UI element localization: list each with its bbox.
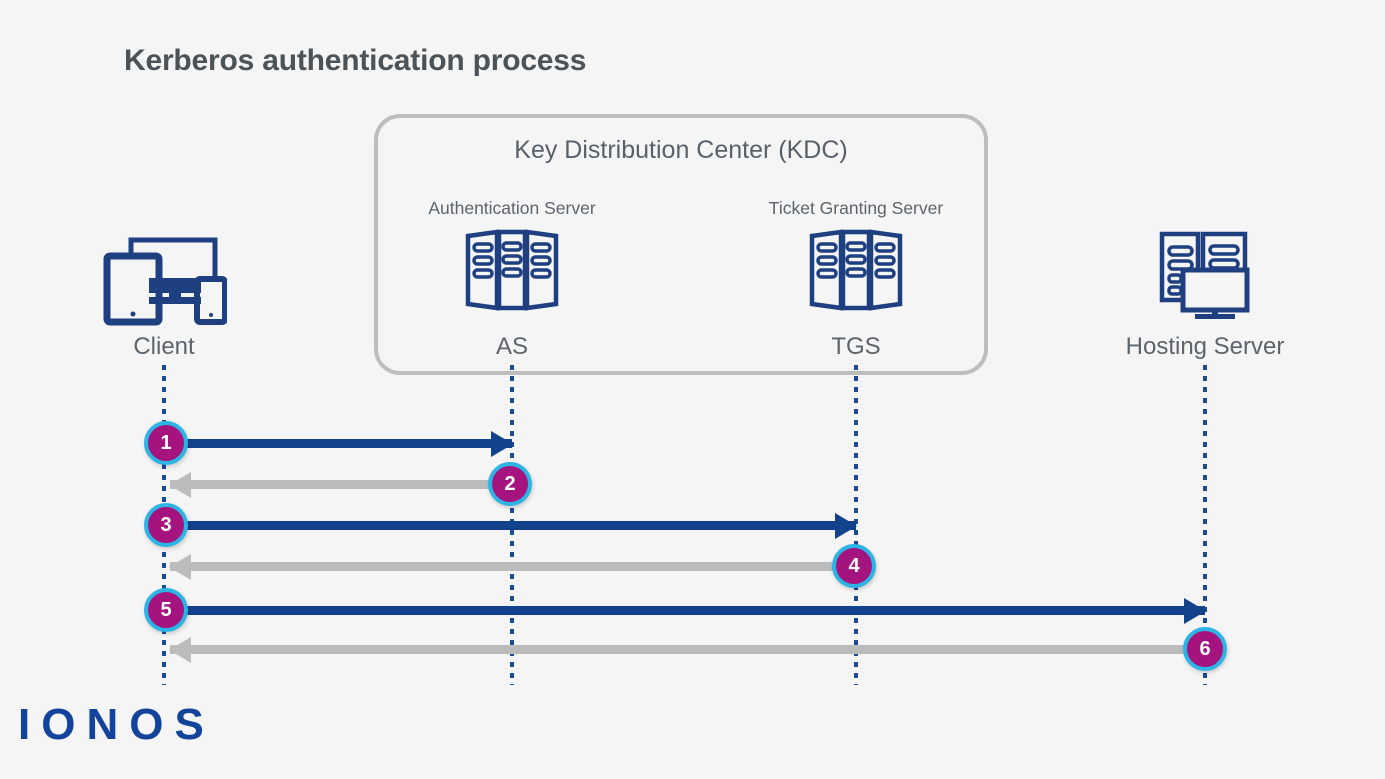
arrow-shaft bbox=[170, 645, 1205, 654]
arrow-head-right-icon bbox=[491, 430, 513, 457]
message-arrow-1 bbox=[170, 430, 513, 457]
step-badge-3[interactable]: 3 bbox=[144, 503, 188, 547]
arrow-shaft bbox=[170, 521, 856, 530]
arrow-head-left-icon bbox=[169, 471, 191, 498]
lifeline-hosting-server bbox=[1203, 365, 1207, 685]
step-badge-2[interactable]: 2 bbox=[488, 462, 532, 506]
arrow-shaft bbox=[170, 439, 512, 448]
message-arrow-5 bbox=[170, 597, 1206, 624]
actor-label-client: Client bbox=[133, 333, 195, 360]
kdc-group-box bbox=[374, 114, 988, 375]
actor-label-tgs: TGS bbox=[831, 333, 881, 360]
ionos-logo: IONOS bbox=[18, 700, 215, 749]
step-badge-5[interactable]: 5 bbox=[144, 588, 188, 632]
arrow-shaft bbox=[170, 562, 856, 571]
arrow-head-right-icon bbox=[835, 512, 857, 539]
server-rack-icon bbox=[808, 228, 904, 312]
server-rack-icon bbox=[464, 228, 560, 312]
message-arrow-2 bbox=[169, 471, 512, 498]
step-badge-6[interactable]: 6 bbox=[1183, 627, 1227, 671]
message-arrow-4 bbox=[169, 553, 856, 580]
arrow-head-left-icon bbox=[169, 636, 191, 663]
page-title: Kerberos authentication process bbox=[124, 44, 587, 77]
tgs-sub-label: Ticket Granting Server bbox=[768, 198, 944, 218]
actor-label-as: AS bbox=[495, 333, 529, 360]
client-devices-icon bbox=[101, 234, 227, 326]
step-badge-4[interactable]: 4 bbox=[832, 544, 876, 588]
hosting-server-icon bbox=[1157, 230, 1253, 320]
arrow-head-right-icon bbox=[1184, 597, 1206, 624]
kdc-group-title: Key Distribution Center (KDC) bbox=[514, 136, 848, 164]
message-arrow-3 bbox=[170, 512, 857, 539]
arrow-shaft bbox=[170, 480, 512, 489]
arrow-head-left-icon bbox=[169, 553, 191, 580]
message-arrow-6 bbox=[169, 636, 1205, 663]
actor-label-hosting-server: Hosting Server bbox=[1125, 333, 1285, 360]
as-sub-label: Authentication Server bbox=[428, 198, 596, 218]
arrow-shaft bbox=[170, 606, 1205, 615]
step-badge-1[interactable]: 1 bbox=[144, 421, 188, 465]
